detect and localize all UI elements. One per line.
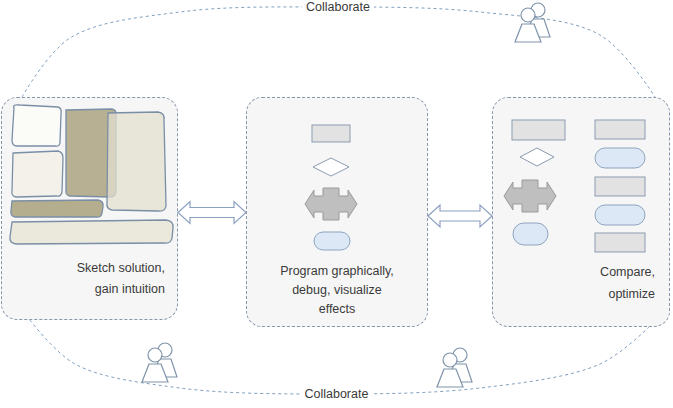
collaboration-loop bbox=[22, 7, 655, 97]
collaboration-loop bbox=[30, 320, 649, 394]
person-pair-icon bbox=[142, 343, 177, 382]
stage-caption: Sketch solution, gain intuition bbox=[60, 258, 165, 300]
person-pair-icon bbox=[437, 348, 472, 387]
edge-label: Collaborate bbox=[300, 387, 372, 401]
stage-caption: Program graphically, debug, visualize ef… bbox=[275, 262, 400, 319]
person-pair-icon bbox=[515, 3, 550, 42]
double-arrow bbox=[428, 205, 492, 227]
stage-box: Program graphically, debug, visualize ef… bbox=[246, 97, 428, 327]
stage-box: Sketch solution, gain intuition bbox=[1, 97, 178, 320]
stage-caption: Compare, optimize bbox=[593, 261, 655, 305]
edge-label: Collaborate bbox=[302, 0, 374, 14]
stage-box: Compare, optimize bbox=[492, 97, 670, 327]
double-arrow bbox=[178, 202, 246, 224]
